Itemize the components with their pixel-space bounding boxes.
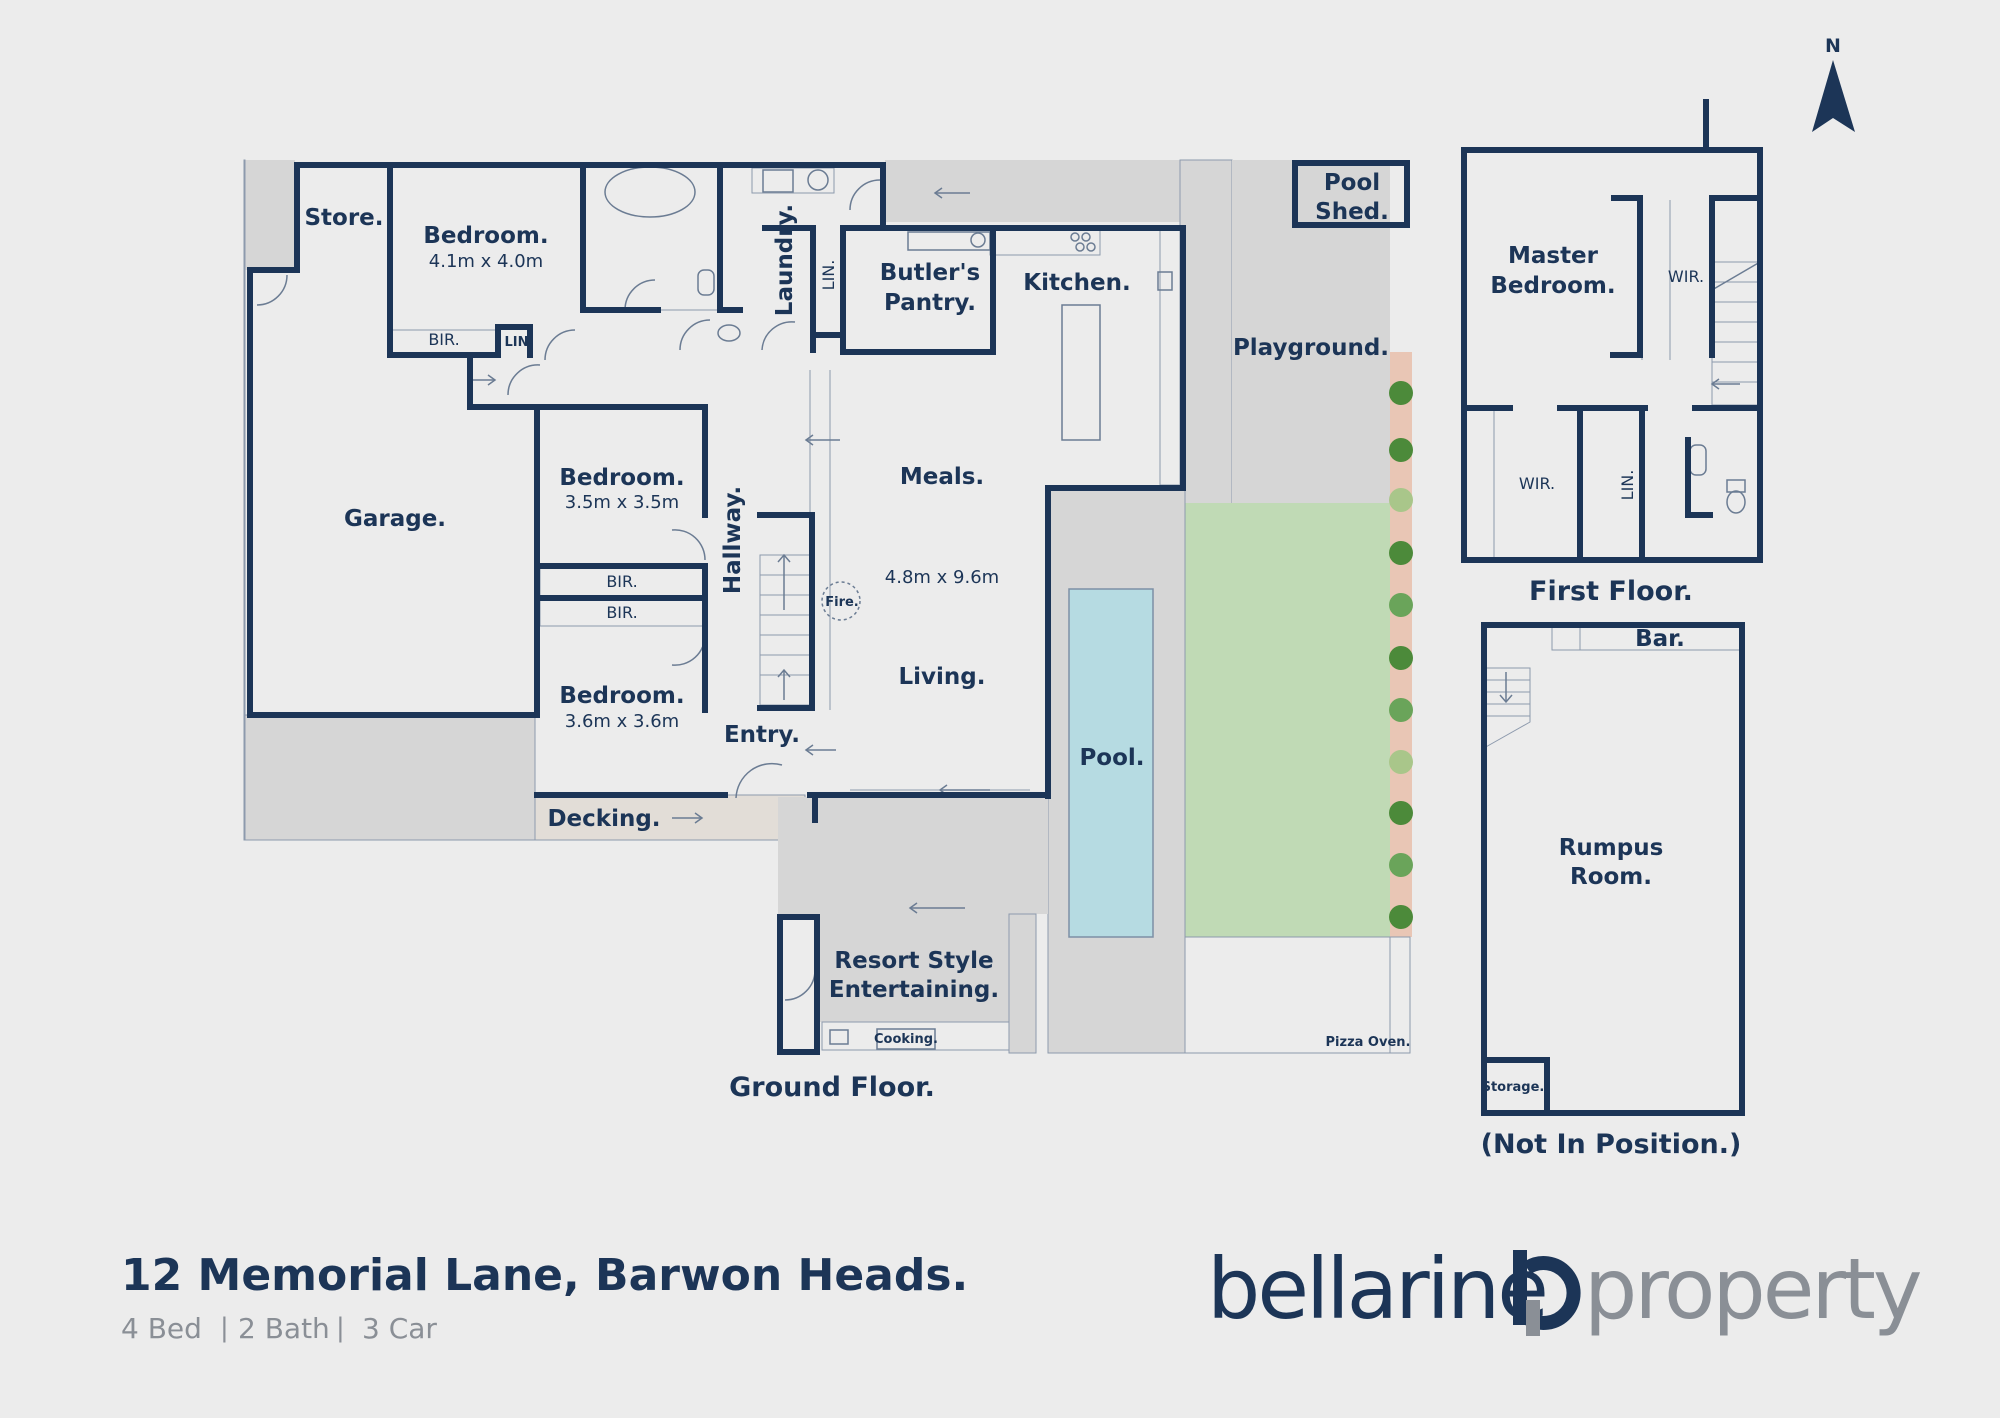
bir1-label: BIR. <box>428 330 459 349</box>
rumpus-label-1: Rumpus <box>1559 835 1664 861</box>
bedroom3-label: Bedroom. <box>559 683 684 709</box>
master-label-1: Master <box>1508 243 1599 269</box>
dryer-icon <box>807 169 829 191</box>
wir2-label: WIR. <box>1519 474 1555 493</box>
pool-water <box>1068 588 1154 938</box>
alfresco-paving <box>778 797 1048 914</box>
feature-baths: 2 Bath <box>238 1312 330 1345</box>
wir1-label: WIR. <box>1668 267 1704 286</box>
lin1-label: LIN. <box>505 335 534 350</box>
north-compass-icon: N <box>1812 35 1855 132</box>
bath-icon <box>604 166 696 218</box>
door-swings <box>256 179 881 1001</box>
master-label-2: Bedroom. <box>1490 273 1615 299</box>
garage-label: Garage. <box>344 506 446 532</box>
rumpus-label-2: Room. <box>1570 864 1652 890</box>
access-arrows <box>472 187 990 914</box>
bedroom2-dims: 3.5m x 3.5m <box>565 492 679 513</box>
playground-label: Playground. <box>1233 335 1389 361</box>
resort-label-2: Entertaining. <box>829 977 999 1003</box>
decking-label: Decking. <box>547 806 660 832</box>
bedroom3-dims: 3.6m x 3.6m <box>565 711 679 732</box>
living-label: Living. <box>899 664 986 690</box>
first-floor-title: First Floor. <box>1529 576 1693 607</box>
entry-label: Entry. <box>724 722 800 748</box>
bir3-label: BIR. <box>606 603 637 622</box>
rear-yard <box>1184 936 1411 1054</box>
pool-shed-walls <box>1292 160 1410 228</box>
bellarine-property-logo: bellarine property <box>1207 1240 1924 1338</box>
brand-right-text: property <box>1584 1240 1921 1338</box>
fireplace-icon <box>821 581 861 621</box>
bar-label: Bar. <box>1635 626 1685 652</box>
kitchen-island <box>1061 304 1101 441</box>
compass-label: N <box>1825 35 1841 57</box>
driveway-apron <box>244 714 536 841</box>
toilet-icon <box>697 269 715 296</box>
storage-label: Storage. <box>1482 1080 1545 1095</box>
butlers-label-2: Pantry. <box>884 290 976 316</box>
garden-plants <box>1389 381 1413 929</box>
ground-stairs <box>759 553 811 706</box>
living-dims: 4.8m x 9.6m <box>885 567 999 588</box>
feature-separator-1: | <box>220 1313 229 1343</box>
store-label: Store. <box>304 205 383 231</box>
brand-left-text: bellarine <box>1207 1240 1546 1338</box>
lin3-label: LIN. <box>1618 470 1637 501</box>
bedroom1-label: Bedroom. <box>423 223 548 249</box>
rear-path <box>885 160 1180 222</box>
resort-label-1: Resort Style <box>834 948 993 974</box>
pool-label: Pool. <box>1079 745 1144 771</box>
playground-area <box>1232 160 1390 503</box>
butlers-label-1: Butler's <box>880 260 980 286</box>
address-title: 12 Memorial Lane, Barwon Heads. <box>121 1250 968 1301</box>
pool-shed-label-2: Shed. <box>1315 199 1389 225</box>
bedroom2-label: Bedroom. <box>559 465 684 491</box>
ground-floor-surfaces <box>243 159 1412 1054</box>
lin2-label: LIN. <box>819 260 838 291</box>
ground-floor-title: Ground Floor. <box>729 1072 935 1103</box>
ground-floor-labels: Store. Bedroom. 4.1m x 4.0m BIR. LIN. La… <box>304 170 1410 1103</box>
fire-label: Fire. <box>825 595 859 610</box>
lawn <box>1185 503 1390 937</box>
footer: 12 Memorial Lane, Barwon Heads. 4 Bed | … <box>121 1250 968 1345</box>
first-floor-plan: Master Bedroom. WIR. WIR. LIN. First Flo… <box>1461 99 1763 607</box>
pool-shed-label-1: Pool <box>1324 170 1380 196</box>
laundry-label: Laundry. <box>772 204 798 316</box>
bir2-label: BIR. <box>606 572 637 591</box>
brand-monogram-icon <box>1513 1250 1581 1336</box>
kitchen-label: Kitchen. <box>1023 270 1130 296</box>
hallway-label: Hallway. <box>720 486 746 594</box>
feature-beds: 4 Bed <box>121 1312 202 1345</box>
rumpus-plan: Bar. Rumpus Room. Storage. (Not In Posit… <box>1481 622 1745 1160</box>
bedroom1-dims: 4.1m x 4.0m <box>429 251 543 272</box>
pizza-oven-label: Pizza Oven. <box>1326 1035 1411 1050</box>
toilet-icon-2 <box>717 324 741 342</box>
feature-cars: 3 Car <box>362 1312 437 1345</box>
feature-separator-2: | <box>336 1313 345 1343</box>
meals-label: Meals. <box>900 464 984 490</box>
cooking-label: Cooking. <box>874 1032 938 1047</box>
washer-icon <box>762 169 794 193</box>
not-in-position-note: (Not In Position.) <box>1481 1129 1742 1160</box>
side-path <box>245 160 295 270</box>
ground-floor-walls <box>247 160 1410 1055</box>
resort-area <box>817 914 1009 1022</box>
